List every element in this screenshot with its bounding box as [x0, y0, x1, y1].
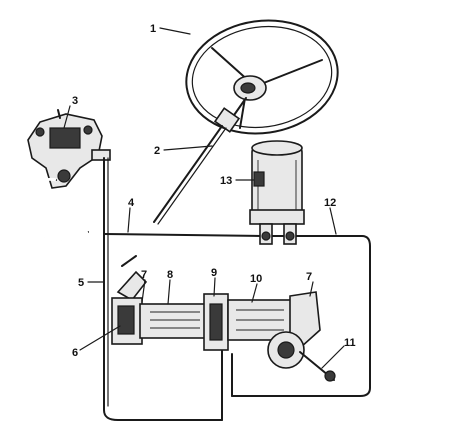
steering-gear [111, 255, 336, 382]
callout-3: 3 [72, 95, 78, 107]
pump-hoses [32, 157, 223, 421]
callout-13: 13 [220, 175, 232, 187]
leader-lines [63, 27, 345, 369]
callout-8: 8 [167, 269, 173, 281]
callout-9: 9 [211, 267, 217, 279]
callout-6: 6 [72, 347, 78, 359]
callout-5: 5 [78, 277, 84, 289]
callout-7-right: 7 [306, 271, 312, 283]
callout-11: 11 [344, 337, 356, 349]
callouts: 1 2 3 4 5 6 7 8 9 10 7 11 12 13 [72, 23, 356, 359]
callout-12: 12 [324, 197, 336, 209]
callout-1: 1 [150, 23, 156, 35]
callout-7-left: 7 [141, 269, 147, 281]
callout-10: 10 [250, 273, 262, 285]
steering-wheel [185, 19, 339, 135]
callout-4: 4 [128, 197, 135, 209]
callout-2: 2 [154, 145, 160, 157]
steering-column [153, 97, 247, 225]
oil-pump [27, 109, 111, 189]
reservoir [249, 140, 305, 245]
